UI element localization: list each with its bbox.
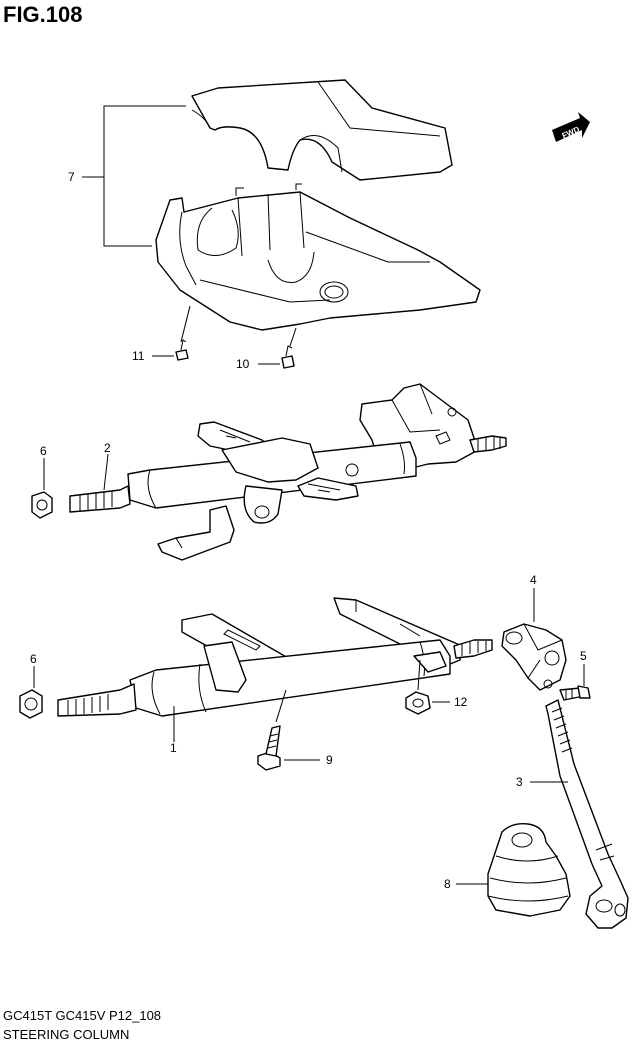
screw-11 bbox=[175, 339, 189, 361]
callout-12: 12 bbox=[454, 695, 468, 709]
boot-8 bbox=[487, 822, 571, 917]
callout-7-bracket bbox=[103, 105, 186, 247]
intermediate-shaft-3 bbox=[545, 699, 629, 929]
screw-10-guide bbox=[289, 327, 297, 347]
callout-6a: 6 bbox=[40, 444, 47, 458]
callout-4: 4 bbox=[530, 573, 537, 587]
callout-7: 7 bbox=[68, 170, 75, 184]
figure-name: STEERING COLUMN bbox=[3, 1027, 130, 1042]
column-cover-lower bbox=[155, 183, 481, 331]
nut-12 bbox=[405, 691, 431, 715]
callout-2-leader bbox=[103, 453, 109, 491]
steering-column-assembly-2 bbox=[69, 383, 507, 561]
nut-6-lower bbox=[19, 689, 43, 719]
bolt-9 bbox=[257, 725, 281, 771]
callout-6b: 6 bbox=[30, 652, 37, 666]
callout-3: 3 bbox=[516, 775, 523, 789]
nut-12-guide bbox=[417, 659, 421, 691]
figure-title: FIG.108 bbox=[3, 2, 83, 27]
callout-9: 9 bbox=[326, 753, 333, 767]
bolt-5 bbox=[559, 685, 591, 701]
nut-6-upper bbox=[31, 491, 53, 519]
callout-11: 11 bbox=[132, 349, 145, 363]
callout-2: 2 bbox=[104, 441, 111, 455]
callout-5: 5 bbox=[580, 649, 587, 663]
callout-8: 8 bbox=[444, 877, 451, 891]
screw-10 bbox=[281, 345, 295, 369]
fwd-arrow-icon: FWD bbox=[552, 112, 590, 142]
steering-column-1 bbox=[57, 597, 493, 717]
universal-joint-4 bbox=[501, 623, 567, 691]
bolt-9-guide bbox=[275, 689, 287, 723]
figure-code: GC415T GC415V P12_108 bbox=[3, 1008, 162, 1023]
column-cover-upper bbox=[191, 79, 453, 181]
callout-1: 1 bbox=[170, 741, 177, 755]
screw-11-guide bbox=[180, 305, 191, 343]
callout-10: 10 bbox=[236, 357, 250, 371]
